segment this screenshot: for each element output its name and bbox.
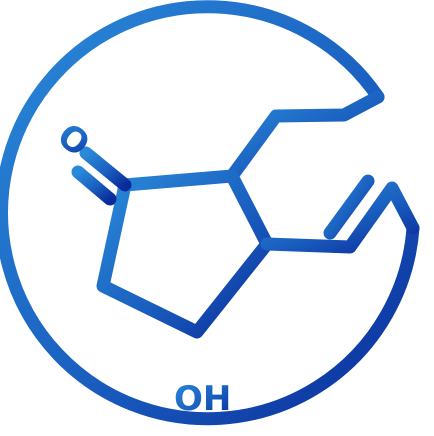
upper-chain-bond xyxy=(225,90,385,183)
side-chain-double-bond xyxy=(323,174,375,240)
outer-ring-arc xyxy=(0,0,420,426)
hydroxyl-label: OH xyxy=(174,379,231,419)
carbonyl-bond-2 xyxy=(71,165,117,206)
side-chain-bond xyxy=(260,181,420,254)
cyclopentane-ring xyxy=(96,169,274,339)
carbonyl-bond-1 xyxy=(79,146,132,192)
